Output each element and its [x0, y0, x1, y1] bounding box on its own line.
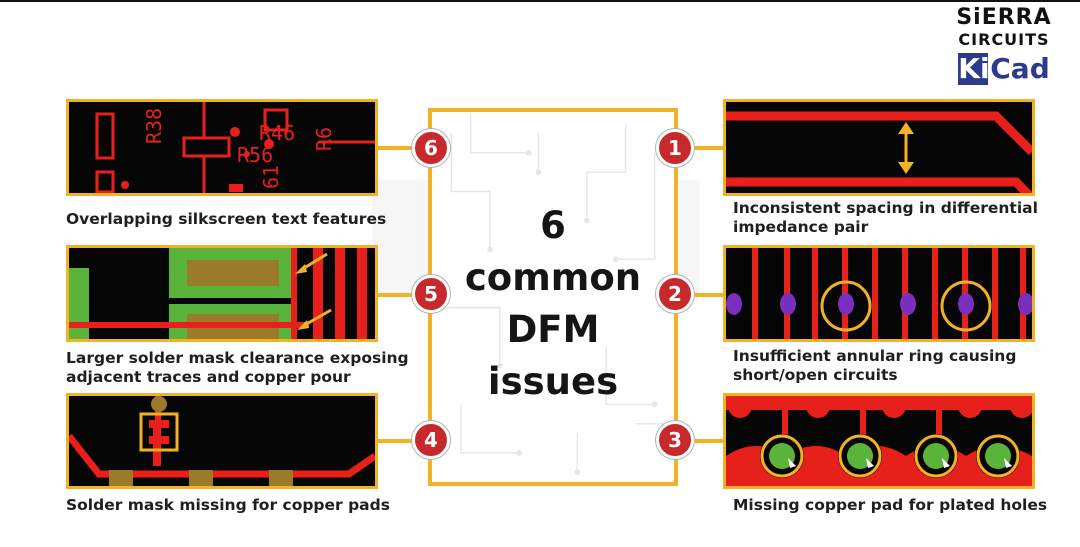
caption-issue-2-line-1: Insufficient annular ring causing [733, 347, 1017, 365]
issue-badge-3: 3 [656, 421, 694, 459]
sierra-kicad-logo: SiERRA CIRCUITS Ki Cad [944, 6, 1064, 90]
issue-badge-2: 2 [656, 275, 694, 313]
connector-4 [378, 439, 430, 443]
kicad-logo-ki: Ki [958, 52, 990, 85]
logo-brand-line1: SiERRA [956, 5, 1052, 30]
caption-issue-2-line-2: short/open circuits [733, 366, 898, 384]
center-title: 6 common DFM issues [432, 200, 674, 408]
solder-mask-missing-illustration [69, 396, 375, 486]
silk-label-r6: R6 [312, 127, 336, 151]
caption-issue-1: Inconsistent spacing in differential imp… [733, 199, 1038, 237]
differential-pair-illustration [726, 111, 1032, 193]
caption-issue-1-line-1: Inconsistent spacing in differential [733, 199, 1038, 217]
center-title-line-4: issues [487, 360, 619, 403]
center-title-line-3: DFM [506, 308, 600, 351]
caption-issue-4-line-1: Solder mask missing for copper pads [66, 496, 390, 514]
caption-issue-5-line-2: adjacent traces and copper pour [66, 368, 351, 386]
connector-3 [676, 439, 724, 443]
kicad-logo-cad: Cad [990, 52, 1050, 85]
silkscreen-illustration: R38 R46 R56 R6 61 [95, 102, 375, 193]
issue-badge-5: 5 [412, 275, 450, 313]
connector-2 [676, 293, 724, 297]
issue-badge-1: 1 [656, 129, 694, 167]
panel-differential-pair [723, 99, 1035, 196]
caption-issue-1-line-2: impedance pair [733, 218, 869, 236]
caption-issue-5: Larger solder mask clearance exposing ad… [66, 349, 409, 387]
connector-6 [378, 146, 430, 150]
issue-badge-4: 4 [412, 421, 450, 459]
annular-ring-illustration [726, 248, 1032, 339]
circuit-pattern-background [446, 114, 665, 476]
caption-issue-5-line-1: Larger solder mask clearance exposing [66, 349, 409, 367]
solder-mask-illustration [69, 248, 367, 339]
top-border [0, 0, 1080, 2]
panel-annular-ring [723, 245, 1035, 342]
caption-issue-6: Overlapping silkscreen text features [66, 210, 386, 229]
silk-label-61: 61 [259, 165, 283, 189]
caption-issue-2: Insufficient annular ring causing short/… [733, 347, 1016, 385]
panel-missing-copper-pad [723, 393, 1035, 489]
silk-label-r38: R38 [142, 108, 166, 144]
kicad-logo: Ki Cad [958, 52, 1050, 86]
caption-issue-4: Solder mask missing for copper pads [66, 496, 390, 515]
silk-label-r46: R46 [259, 121, 295, 145]
silk-label-r56: R56 [237, 143, 273, 167]
connector-1 [676, 146, 724, 150]
connector-5 [378, 293, 430, 297]
panel-solder-mask-clearance [66, 245, 378, 342]
panel-silkscreen-overlap: R38 R46 R56 R6 61 [66, 99, 378, 196]
logo-brand-line2: CIRCUITS [958, 30, 1050, 49]
caption-issue-3-line-1: Missing copper pad for plated holes [733, 496, 1048, 514]
center-title-line-1: 6 [540, 204, 566, 247]
caption-issue-3: Missing copper pad for plated holes [733, 496, 1047, 515]
panel-solder-mask-missing [66, 393, 378, 489]
issue-badge-6: 6 [412, 129, 450, 167]
missing-copper-pad-illustration [726, 396, 1032, 486]
center-title-box: 6 common DFM issues [428, 108, 678, 486]
caption-issue-6-line-1: Overlapping silkscreen text features [66, 210, 387, 228]
center-title-line-2: common [464, 256, 642, 299]
